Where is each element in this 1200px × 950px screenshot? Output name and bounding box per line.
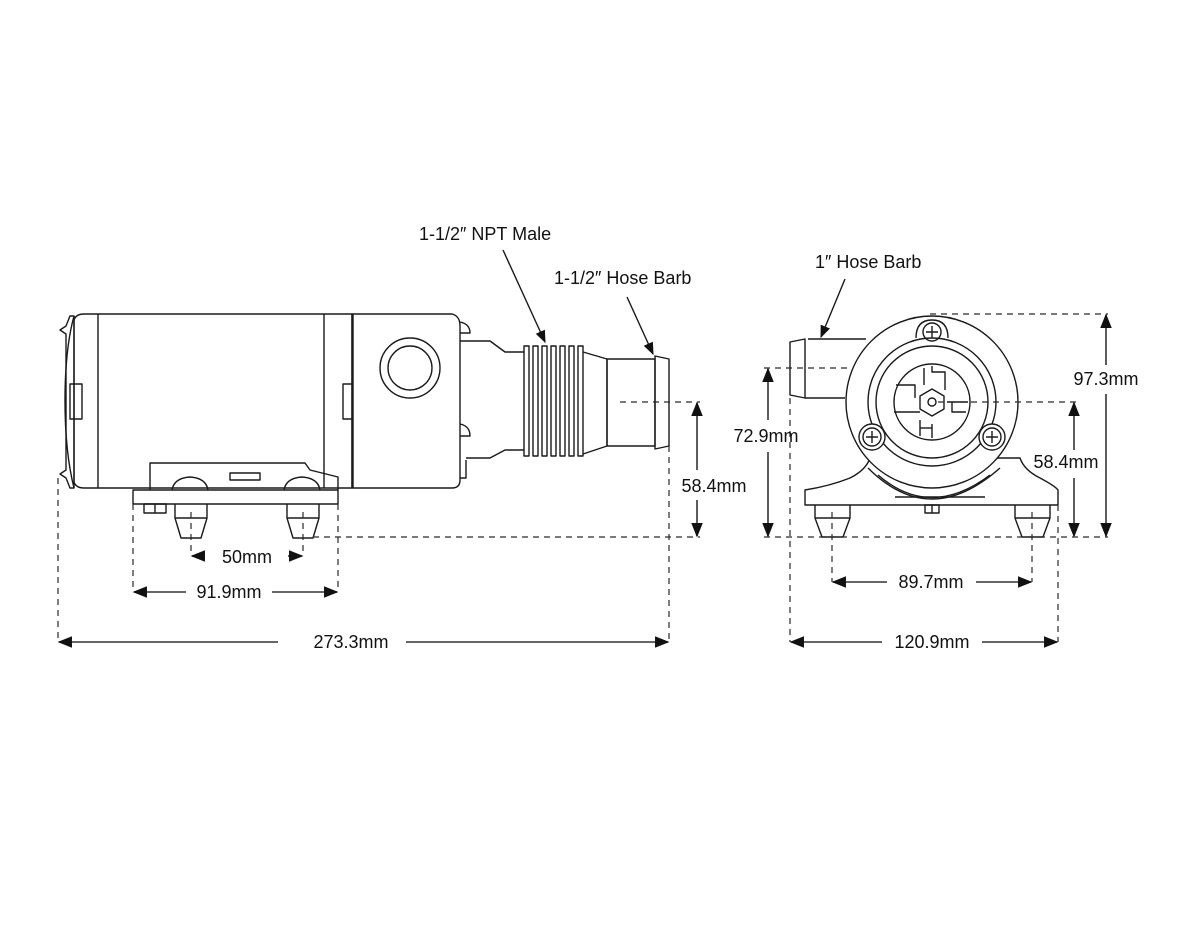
dimension-end-foot-spacing: 89.7mm xyxy=(831,572,1033,592)
rubber-foot-right xyxy=(286,504,320,539)
dimension-overall-width-label: 120.9mm xyxy=(894,632,969,652)
screw-right xyxy=(978,423,1006,451)
impeller-hex-nut xyxy=(919,388,945,417)
screw-left xyxy=(858,423,886,451)
end-foot-left xyxy=(814,505,851,538)
dimension-inlet-height: 72.9mm xyxy=(733,367,799,538)
callout-hose-barb-small-label: 1″ Hose Barb xyxy=(815,252,921,272)
motor-body xyxy=(73,313,353,489)
end-view xyxy=(789,315,1059,538)
side-view xyxy=(59,313,670,539)
mounting-bracket xyxy=(132,462,339,514)
dimension-outlet-center-height-label: 58.4mm xyxy=(1033,452,1098,472)
callout-npt-male: 1-1/2″ NPT Male xyxy=(419,224,551,344)
hose-barb-small xyxy=(789,338,866,399)
leader-arrow xyxy=(502,249,546,344)
leader-arrow xyxy=(820,278,846,339)
callout-hose-barb-large: 1-1/2″ Hose Barb xyxy=(554,268,691,356)
dimension-foot-spacing: 50mm xyxy=(190,547,304,567)
dimension-overall-height: 97.3mm xyxy=(1073,313,1139,538)
end-view-dimensions: 72.9mm 97.3mm 58.4mm 89.7mm 120.9mm xyxy=(733,313,1139,652)
dimension-end-foot-spacing-label: 89.7mm xyxy=(898,572,963,592)
mounting-base xyxy=(804,457,1059,514)
dimension-outlet-height-label: 58.4mm xyxy=(681,476,746,496)
dimension-base-length: 91.9mm xyxy=(132,582,339,602)
pump-head xyxy=(351,313,471,489)
dimension-outlet-height: 58.4mm xyxy=(681,401,747,538)
dimension-overall-length: 273.3mm xyxy=(57,632,670,652)
dimension-base-length-label: 91.9mm xyxy=(196,582,261,602)
leader-arrow xyxy=(626,296,654,356)
side-view-dimensions: 50mm 91.9mm 273.3mm 58.4mm xyxy=(57,401,747,652)
dimension-foot-spacing-label: 50mm xyxy=(222,547,272,567)
callout-npt-male-label: 1-1/2″ NPT Male xyxy=(419,224,551,244)
npt-male-threads xyxy=(523,345,584,457)
screw-top xyxy=(915,319,949,342)
dimension-overall-height-label: 97.3mm xyxy=(1073,369,1138,389)
dimension-overall-length-label: 273.3mm xyxy=(313,632,388,652)
hose-barb-large xyxy=(582,351,670,455)
dimension-outlet-center-height: 58.4mm xyxy=(1033,401,1099,538)
callout-hose-barb-small: 1″ Hose Barb xyxy=(815,252,921,339)
rubber-foot-left xyxy=(174,504,208,539)
dimension-inlet-height-label: 72.9mm xyxy=(733,426,798,446)
dimension-overall-width: 120.9mm xyxy=(789,632,1059,652)
end-foot-right xyxy=(1014,505,1051,538)
outlet-neck xyxy=(460,340,524,479)
callout-hose-barb-large-label: 1-1/2″ Hose Barb xyxy=(554,268,691,288)
motor-end-cap xyxy=(59,315,83,489)
